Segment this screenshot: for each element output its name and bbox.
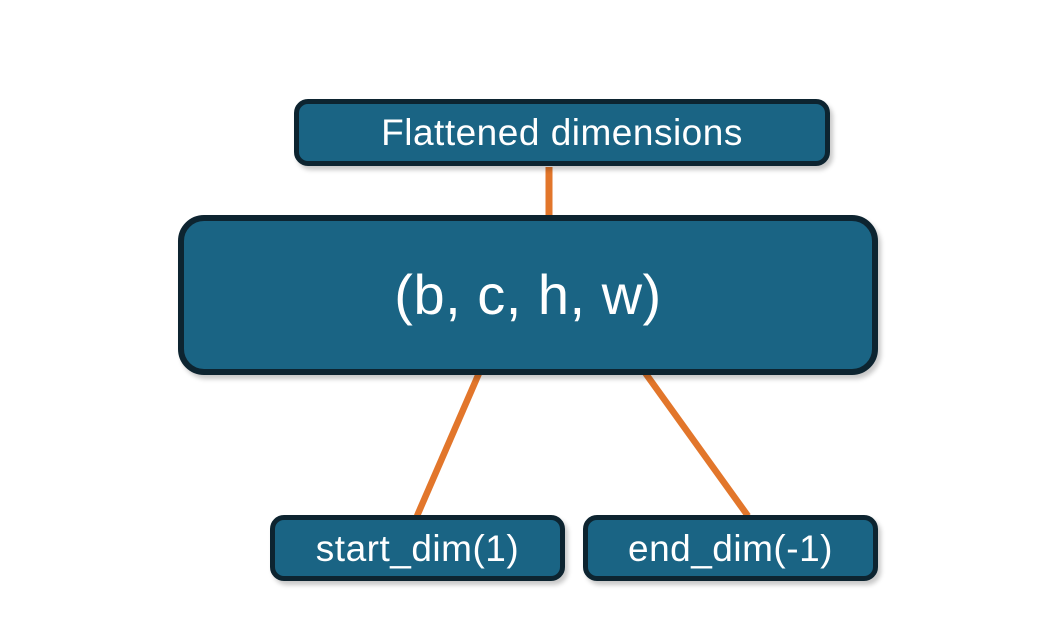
end-dim-label: end_dim(-1) <box>628 527 833 569</box>
flattened-dimensions-label: Flattened dimensions <box>381 112 743 153</box>
tensor-shape-node: (b, c, h, w) <box>178 215 878 375</box>
start-dim-label: start_dim(1) <box>315 527 520 569</box>
end-dim-node: end_dim(-1) <box>583 515 878 581</box>
tensor-shape-label: (b, c, h, w) <box>394 263 662 326</box>
flattened-dimensions-node: Flattened dimensions <box>294 99 830 166</box>
start-dim-node: start_dim(1) <box>270 515 565 581</box>
